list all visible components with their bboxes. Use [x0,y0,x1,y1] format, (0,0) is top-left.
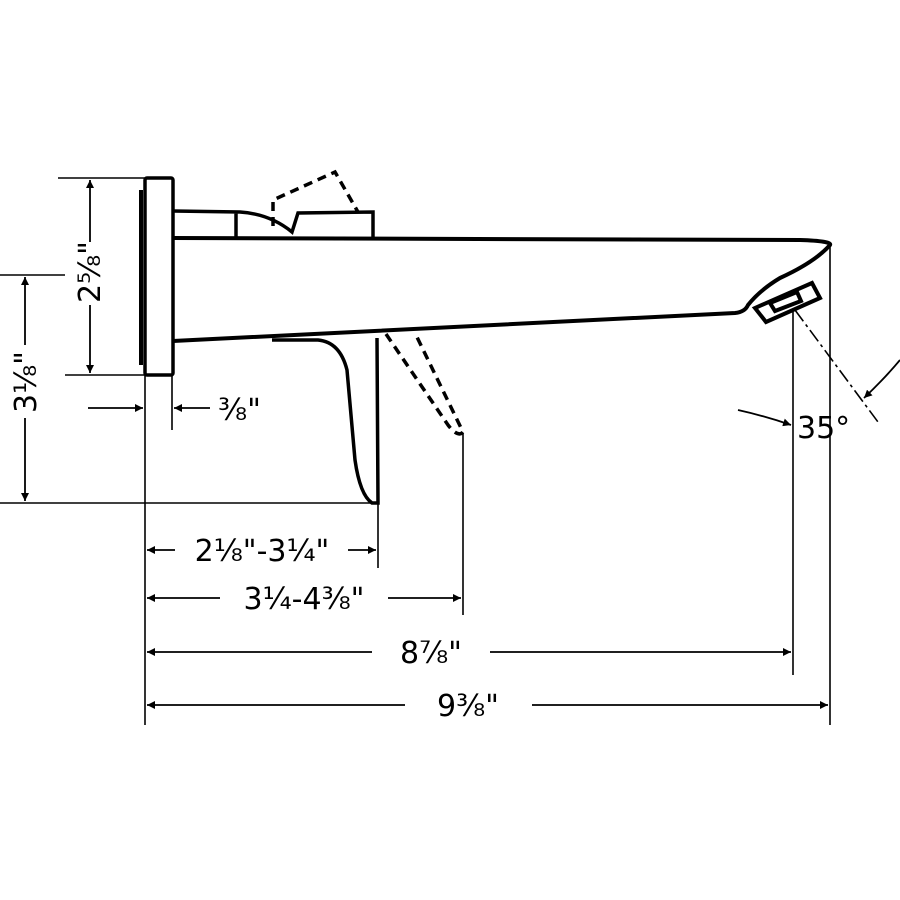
overall-reach-label: 9⅜" [437,689,499,724]
outlet-height-label: 3⅛" [9,351,44,413]
lever-reach-label: 2⅛"-3¼" [195,534,330,569]
plate-depth-label: ⅜" [218,393,261,428]
plate-height-label: 2⅝" [73,241,108,303]
dimension-lines [21,180,900,709]
handle-open-position [271,169,360,226]
lever-open-position [384,332,466,436]
spout-outlet-reach-label: 8⅞" [400,636,462,671]
lever [272,337,380,505]
faucet-outline [139,169,833,505]
wall-plate [143,176,175,377]
lever-open-reach-label: 3¼-4⅜" [244,582,365,617]
extension-lines [0,177,879,725]
aerator [751,280,823,325]
aerator-angle-label: 35° [797,411,850,446]
spout-body [172,236,833,343]
